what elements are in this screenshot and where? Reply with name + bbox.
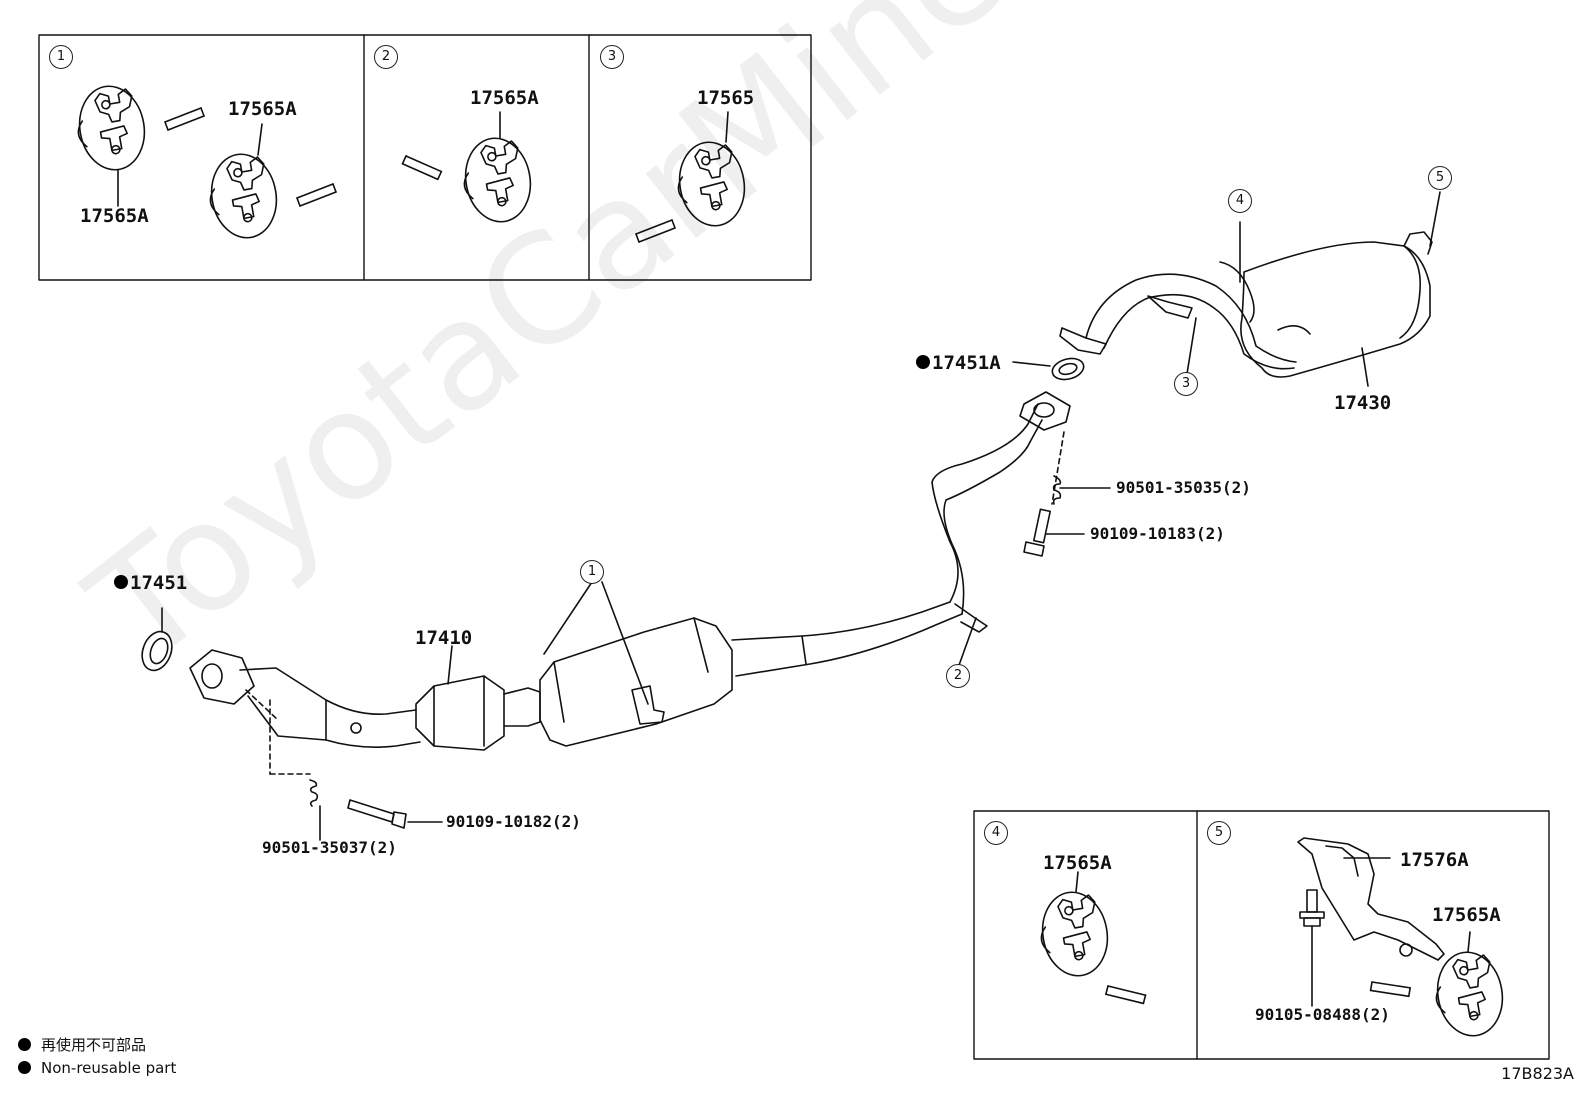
gasket-front-number: 17451 — [130, 572, 188, 594]
inset4-label: 17565A — [1043, 852, 1112, 874]
inset2-rod — [399, 145, 445, 191]
inset2-insulator — [456, 132, 538, 229]
inset3-leader — [725, 111, 729, 143]
inset3-insulator — [670, 136, 752, 233]
legend-en-text: Non-reusable part — [41, 1059, 177, 1077]
inset4-number: 4 — [984, 821, 1008, 845]
non-reusable-mark — [916, 355, 930, 369]
callout-3: 3 — [1174, 372, 1198, 396]
bolt-front-label: 90109-10182(2) — [446, 812, 581, 831]
front-gasket — [141, 607, 173, 672]
main-leaders — [447, 191, 1441, 705]
inset5-bolt-label: 90105-08488(2) — [1255, 1005, 1390, 1024]
gasket-front-label: 17451 — [114, 572, 187, 594]
rear-spring-bolt — [1023, 431, 1111, 557]
callout-4: 4 — [1228, 189, 1252, 213]
inset4-insulator — [1033, 886, 1115, 983]
inset1-insulator-left — [70, 80, 152, 177]
bolt-rear-label: 90109-10183(2) — [1090, 524, 1225, 543]
inset1-label-a: 17565A — [228, 98, 297, 120]
spring-front-label: 90501-35037(2) — [262, 838, 397, 857]
front-pipe-label: 17410 — [415, 627, 473, 649]
inset3-label: 17565 — [697, 87, 755, 109]
inset1-label-b: 17565A — [80, 205, 149, 227]
inset-frame-bottom — [973, 810, 1550, 1060]
inset1-insulator-right — [202, 148, 284, 245]
inset1-leader-a — [257, 123, 263, 156]
inset1-rod-top — [164, 107, 205, 131]
inset5-number: 5 — [1207, 821, 1231, 845]
inset5-bolt — [1299, 889, 1325, 1007]
front-pipe-assembly — [189, 391, 1071, 751]
legend-jp-text: 再使用不可部品 — [41, 1036, 147, 1054]
callout-1: 1 — [580, 560, 604, 584]
inset4-leader — [1075, 871, 1079, 893]
inset3-rod — [635, 219, 676, 243]
inset1-number: 1 — [49, 45, 73, 69]
inset1-rod-bottom — [296, 183, 337, 207]
spring-rear-label: 90501-35035(2) — [1116, 478, 1251, 497]
inset4-rod — [1102, 973, 1149, 1016]
legend-jp: 再使用不可部品 — [18, 1034, 146, 1055]
diagram-code: 17B823A — [1501, 1064, 1574, 1083]
legend-dot — [18, 1061, 31, 1074]
inset5-leader — [1467, 931, 1471, 953]
inset5-insulator-label: 17565A — [1432, 904, 1501, 926]
callout-5: 5 — [1428, 166, 1452, 190]
inset5-rod — [1367, 969, 1414, 1010]
inset3-number: 3 — [600, 45, 624, 69]
inset5-insulator — [1428, 946, 1510, 1043]
rear-gasket — [1012, 357, 1085, 381]
legend-en: Non-reusable part — [18, 1059, 176, 1077]
legend-dot — [18, 1038, 31, 1051]
gasket-rear-label: 17451A — [916, 352, 1001, 374]
front-spring-bolt — [269, 699, 443, 841]
callout-2: 2 — [946, 664, 970, 688]
inset5-bracket-label: 17576A — [1400, 849, 1469, 871]
inset5-bracket — [1297, 837, 1445, 961]
inset2-number: 2 — [374, 45, 398, 69]
non-reusable-mark — [114, 575, 128, 589]
inset-frame-top — [38, 34, 812, 281]
tail-pipe-assembly — [1059, 231, 1433, 387]
gasket-rear-number: 17451A — [932, 352, 1001, 374]
tail-pipe-label: 17430 — [1334, 392, 1392, 414]
inset2-label: 17565A — [470, 87, 539, 109]
